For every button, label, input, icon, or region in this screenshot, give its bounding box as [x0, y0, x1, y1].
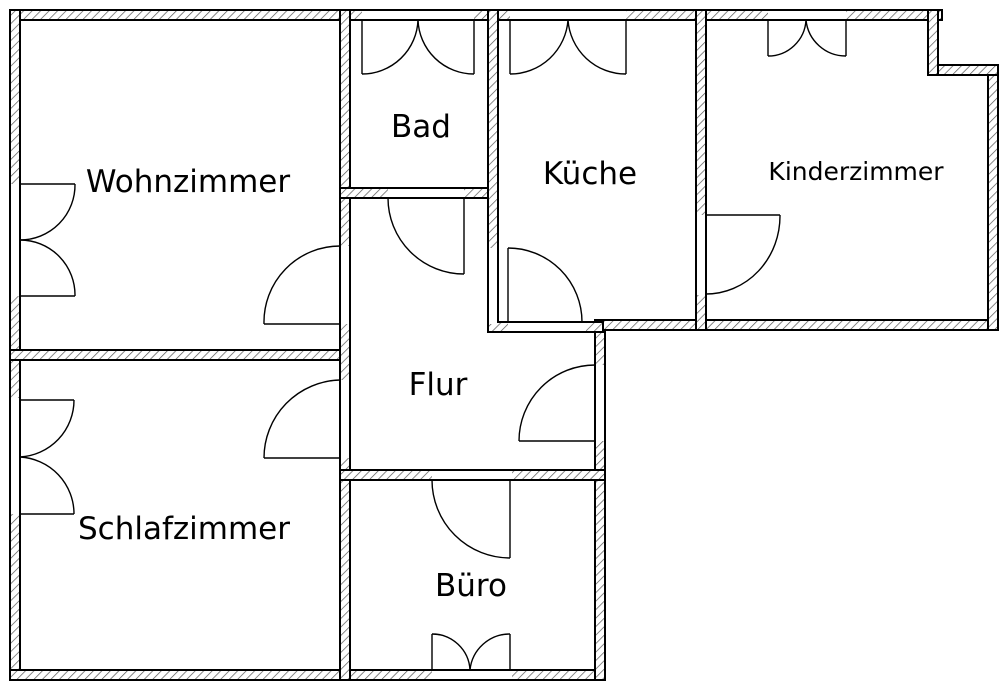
room-label-buero: Büro	[435, 568, 507, 604]
room-label-kueche: Küche	[543, 156, 637, 192]
wall-left-rooms-right	[339, 9, 351, 681]
schlafzimmer-door	[263, 379, 341, 459]
wall-wohn-schlaf	[9, 349, 351, 361]
bad-window	[361, 19, 475, 75]
kueche-window	[509, 19, 627, 75]
gap-buero-window	[432, 671, 512, 679]
kinderzimmer-door	[705, 214, 781, 295]
room-label-bad: Bad	[391, 109, 451, 145]
gap-wohn-window	[11, 184, 19, 296]
buero-window	[431, 633, 511, 671]
gap-kinder-window	[768, 11, 846, 19]
schlafzimmer-window-double-door	[19, 399, 75, 515]
kueche-door	[507, 247, 583, 323]
kinderzimmer-window	[767, 19, 847, 57]
bad-door	[387, 197, 465, 275]
gap-wohn-door	[341, 246, 349, 324]
gap-kueche-window	[510, 11, 626, 19]
room-label-kinderzimmer: Kinderzimmer	[768, 157, 944, 186]
gap-kueche-bottom-door	[508, 323, 586, 331]
gap-schlaf-door	[341, 380, 349, 458]
room-labels: Wohnzimmer Schlafzimmer Bad Küche Kinder…	[78, 109, 944, 604]
gap-schlaf-window	[11, 398, 19, 514]
gap-bad-door	[388, 189, 464, 197]
doors	[19, 19, 847, 671]
room-label-flur: Flur	[409, 367, 468, 403]
gap-bad-window	[362, 11, 474, 19]
flur-door	[518, 364, 596, 442]
room-label-schlafzimmer: Schlafzimmer	[78, 511, 290, 547]
gap-flur-door	[596, 365, 604, 441]
wall-outer-right	[987, 64, 999, 331]
wall-outer-bottom-right	[594, 319, 999, 331]
gap-buero-door	[432, 471, 512, 479]
gap-kinder-door	[697, 215, 705, 295]
wohnzimmer-door	[263, 245, 341, 325]
wall-notch-side	[927, 9, 939, 76]
gap-kueche-door	[489, 248, 497, 324]
wall-outer-bottom	[9, 669, 606, 681]
wall-outer-left	[9, 9, 21, 681]
buero-door	[431, 479, 511, 559]
walls	[9, 9, 999, 681]
wall-kueche-kinder	[695, 9, 707, 331]
room-label-wohnzimmer: Wohnzimmer	[86, 164, 290, 200]
wohnzimmer-window-double-door	[19, 183, 76, 297]
